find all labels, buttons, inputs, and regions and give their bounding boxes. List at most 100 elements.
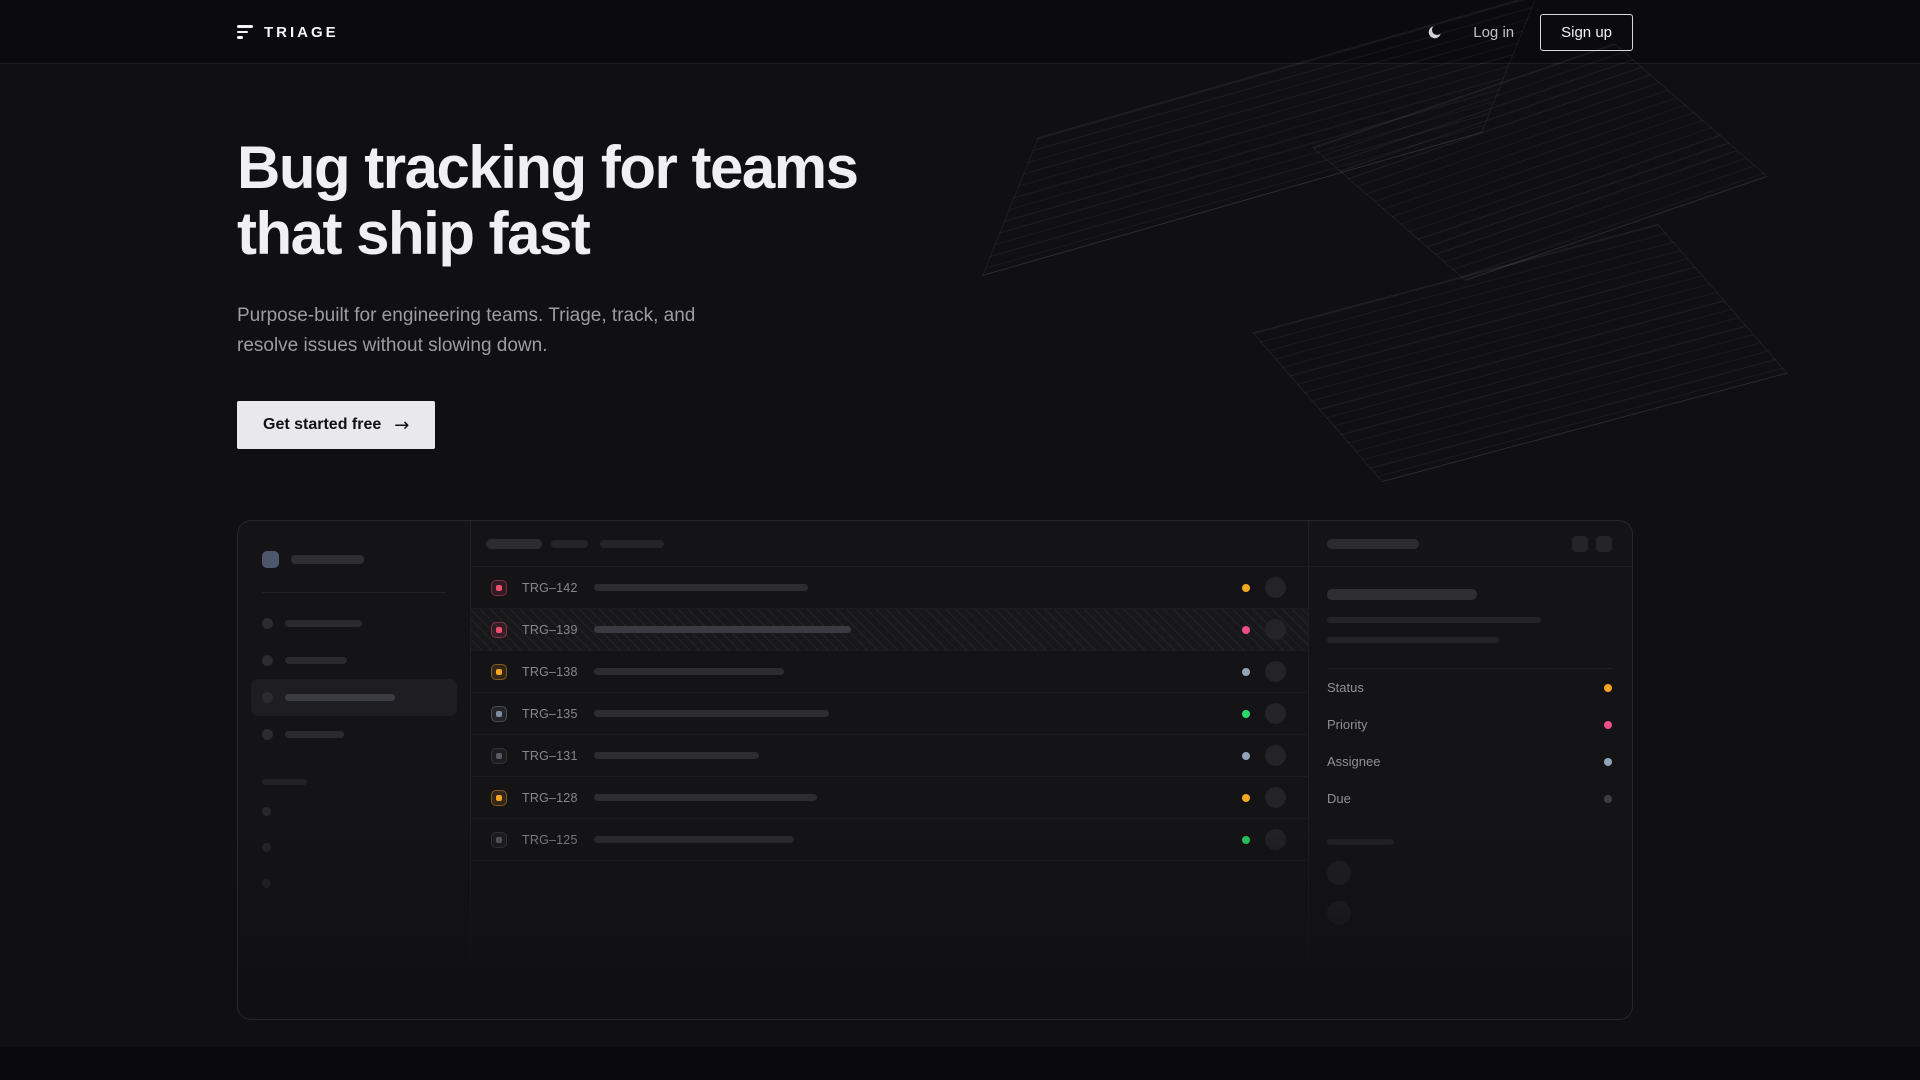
issue-title-skeleton — [594, 710, 829, 717]
sidebar-nav-skeleton — [251, 605, 457, 753]
tab-skeleton — [486, 538, 542, 549]
field-value-dot — [1604, 720, 1612, 729]
issue-status-icon — [491, 579, 507, 596]
issue-detail-panel: Status Priority Assignee Due — [1308, 521, 1632, 1019]
sidebar-item-icon-skeleton — [262, 729, 273, 740]
priority-dot — [1242, 625, 1250, 634]
divider — [1327, 668, 1612, 669]
brand-name: TRIAGE — [264, 23, 339, 41]
list-header-skeleton — [471, 521, 1308, 567]
issue-row: TRG–142 — [471, 567, 1308, 609]
detail-field-assignee: Assignee — [1327, 743, 1612, 780]
skeleton-bar — [285, 694, 395, 701]
detail-text-skeleton — [1327, 637, 1499, 643]
priority-dot — [1242, 667, 1250, 676]
assignee-avatar — [1265, 787, 1286, 808]
workspace-switcher-skeleton — [262, 551, 446, 568]
sidebar-item-skeleton — [262, 642, 446, 679]
issue-title-skeleton — [594, 626, 851, 633]
issue-status-icon — [491, 663, 507, 680]
field-value-dot — [1604, 757, 1612, 766]
hero-title: Bug tracking for teams that ship fast — [237, 134, 859, 267]
skeleton-bar — [285, 731, 344, 738]
issue-list: TRG–142 TRG–139 — [471, 521, 1308, 1019]
skeleton-bar — [285, 620, 362, 627]
field-label: Priority — [1327, 717, 1368, 732]
issue-id: TRG–138 — [522, 664, 578, 679]
moon-icon — [1428, 25, 1441, 38]
section-label-skeleton — [262, 779, 307, 785]
workspace-avatar-skeleton — [262, 551, 279, 568]
detail-title-skeleton — [1327, 589, 1477, 600]
field-label: Assignee — [1327, 754, 1381, 769]
assignee-avatar — [1265, 745, 1286, 766]
signup-button[interactable]: Sign up — [1540, 13, 1633, 51]
footer — [0, 1047, 1920, 1080]
sidebar-footer-dots — [262, 807, 446, 888]
assignee-avatar — [1265, 577, 1286, 598]
tab-skeleton — [551, 539, 588, 548]
issue-id: TRG–139 — [522, 622, 578, 637]
detail-text-skeleton — [1327, 617, 1541, 623]
issue-row: TRG–131 — [471, 735, 1308, 777]
field-label: Due — [1327, 791, 1351, 806]
sidebar-item-icon-skeleton — [262, 692, 273, 703]
hero-subtitle: Purpose-built for engineering teams. Tri… — [237, 305, 696, 356]
get-started-button[interactable]: Get started free → — [237, 401, 436, 449]
issue-title-skeleton — [594, 794, 817, 801]
issue-id: TRG–135 — [522, 706, 578, 721]
priority-dot — [1242, 793, 1250, 802]
issue-id: TRG–142 — [522, 580, 578, 595]
detail-action-skeleton — [1572, 535, 1588, 552]
issue-row: TRG–128 — [471, 777, 1308, 819]
mockup-sidebar — [238, 521, 471, 1019]
cta-label: Get started free — [263, 416, 382, 433]
login-link[interactable]: Log in — [1473, 23, 1515, 41]
priority-dot — [1242, 751, 1250, 760]
issue-id: TRG–131 — [522, 748, 578, 763]
app-mockup: TRG–142 TRG–139 — [237, 520, 1633, 1020]
top-nav: TRIAGE Log in Sign up — [0, 0, 1920, 64]
arrow-right-icon: → — [394, 414, 410, 436]
skeleton-bar — [291, 555, 364, 564]
sidebar-item-skeleton — [262, 605, 446, 642]
issue-title-skeleton — [594, 584, 808, 591]
issue-row: TRG–138 — [471, 651, 1308, 693]
detail-field-due: Due — [1327, 780, 1612, 817]
detail-field-status: Status — [1327, 669, 1612, 706]
detail-field-priority: Priority — [1327, 706, 1612, 743]
hero-section: Bug tracking for teams that ship fast Pu… — [0, 0, 1920, 1047]
divider — [262, 592, 446, 593]
sidebar-item-skeleton-active — [251, 679, 457, 716]
sidebar-item-skeleton — [262, 716, 446, 753]
issue-row: TRG–135 — [471, 693, 1308, 735]
comment-avatar-skeleton — [1327, 901, 1351, 925]
issue-row: TRG–139 — [471, 609, 1308, 651]
section-label-skeleton — [1327, 839, 1394, 845]
theme-toggle-button[interactable] — [1422, 20, 1447, 45]
issue-status-icon — [491, 705, 507, 722]
assignee-avatar — [1265, 661, 1286, 682]
comment-avatar-skeleton — [1327, 861, 1351, 885]
field-value-dot — [1604, 683, 1612, 692]
assignee-avatar — [1265, 829, 1286, 850]
issue-id: TRG–128 — [522, 790, 578, 805]
brand-link[interactable]: TRIAGE — [237, 24, 339, 41]
issue-row: TRG–125 — [471, 819, 1308, 861]
skeleton-bar — [1327, 538, 1419, 549]
skeleton-bar — [285, 657, 347, 664]
assignee-avatar — [1265, 619, 1286, 640]
nav-actions: Log in Sign up — [1422, 13, 1633, 51]
assignee-avatar — [1265, 703, 1286, 724]
field-value-dot — [1604, 794, 1612, 803]
field-label: Status — [1327, 680, 1364, 695]
issue-title-skeleton — [594, 752, 759, 759]
priority-dot — [1242, 583, 1250, 592]
issue-status-icon — [491, 831, 507, 848]
priority-dot — [1242, 835, 1250, 844]
sidebar-item-icon-skeleton — [262, 655, 273, 666]
tab-skeleton — [600, 539, 664, 548]
detail-header-skeleton — [1309, 521, 1632, 567]
issue-title-skeleton — [594, 836, 794, 843]
